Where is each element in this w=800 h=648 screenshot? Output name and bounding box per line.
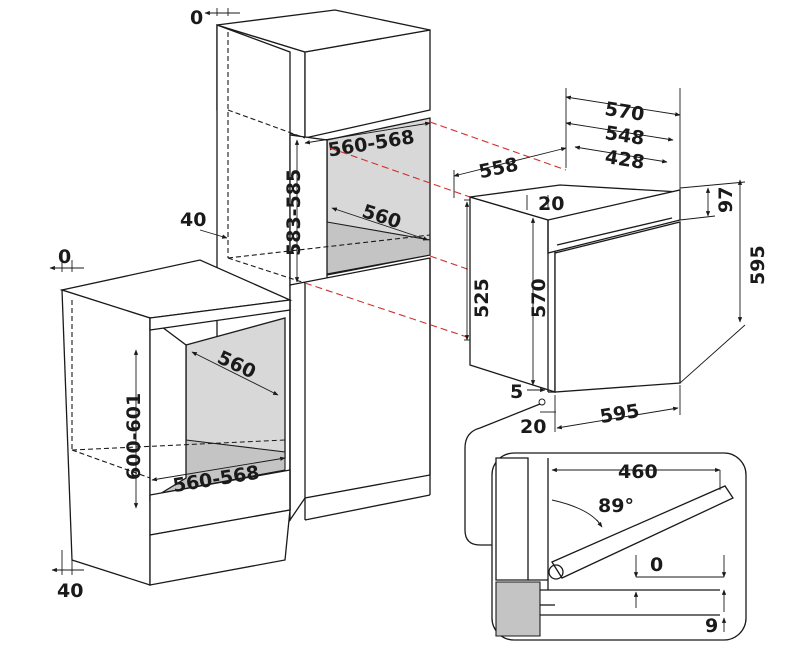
base-cabinet-niche-left [149, 316, 187, 502]
base-niche-height-label: 600-601 [123, 393, 145, 480]
oven-panel-height-label: 97 [715, 187, 737, 213]
base-top-clearance-label: 0 [58, 246, 71, 268]
oven-depth-label: 558 [477, 154, 520, 184]
base-cabinet-plinth [149, 509, 291, 586]
oven-side-offset-label: 20 [520, 416, 546, 438]
oven [469, 184, 681, 393]
detail-callout-marker [538, 398, 546, 406]
oven-door [554, 221, 681, 393]
detail-gap-top-label: 0 [650, 554, 663, 576]
oven-side-height-label: 525 [471, 278, 493, 318]
oven-bottom-offset-label: 5 [510, 381, 523, 403]
detail-cabinet-base [495, 581, 541, 637]
tall-cabinet-roof [216, 9, 431, 53]
detail-gap-bottom-label: 9 [705, 615, 718, 637]
tall-depth-from-wall-label: 40 [180, 209, 206, 231]
base-floor-clearance-label: 40 [57, 580, 83, 602]
oven-width-428-label: 428 [604, 146, 647, 174]
door-detail-callout: 460 89° 0 9 [464, 403, 747, 641]
oven-overall-height-label: 595 [747, 245, 769, 285]
tall-cabinet-bottom-front [289, 257, 431, 523]
oven-body-height-label: 570 [528, 278, 550, 318]
detail-door-length-label: 460 [618, 461, 658, 483]
oven-panel-depth-label: 20 [538, 193, 564, 215]
detail-cabinet-side [495, 457, 529, 581]
tall-top-clearance-label: 0 [190, 7, 203, 29]
tall-niche-height-label: 583-585 [283, 169, 305, 256]
base-cabinet [59, 259, 293, 586]
detail-hinge [548, 564, 564, 580]
detail-open-door [551, 485, 734, 579]
oven-front-width-label: 595 [598, 400, 641, 428]
detail-door-angle-label: 89° [598, 495, 634, 517]
detail-frame [491, 452, 747, 641]
